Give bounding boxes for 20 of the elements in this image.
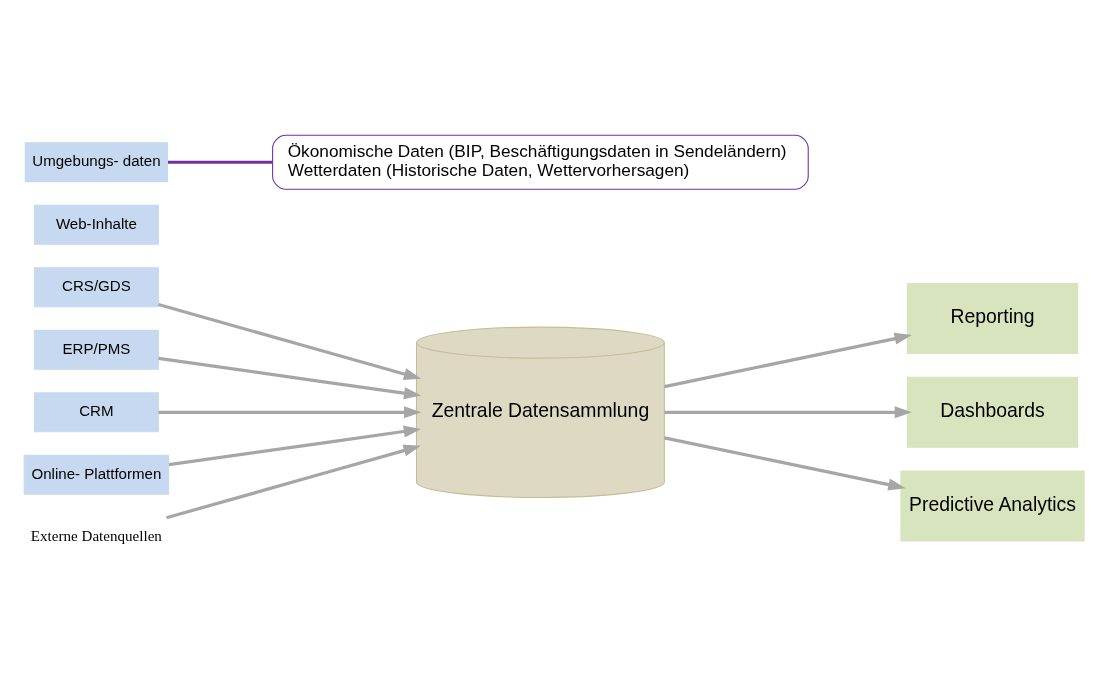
node-box: Dashboards	[906, 376, 1079, 448]
node-box: Predictive Analytics	[900, 469, 1085, 542]
arrow	[158, 302, 422, 380]
arrow	[158, 356, 422, 399]
arrow	[168, 424, 421, 466]
node-box: ERP/PMS	[33, 329, 159, 370]
node-box: Online- Plattformen	[23, 454, 170, 495]
node-box: CRS/GDS	[33, 266, 159, 307]
arrow	[158, 405, 422, 418]
node-box: Ökonomische Daten (BIP, Beschäftigungsdaten in Sendeländern) Wetterdaten (Historische Daten, Wettervorhersagen)	[272, 134, 809, 190]
node-box: CRM	[33, 391, 159, 432]
node-box: Umgebungs- daten	[24, 141, 169, 182]
node-box: Web-Inhalte	[33, 204, 159, 245]
arrow	[664, 332, 912, 388]
arrow	[664, 405, 912, 418]
arrow	[166, 444, 421, 519]
arrow	[664, 435, 906, 491]
node-box: Reporting	[906, 282, 1079, 354]
node-text: Externe Datenquellen	[30, 527, 162, 544]
connector	[168, 160, 273, 164]
